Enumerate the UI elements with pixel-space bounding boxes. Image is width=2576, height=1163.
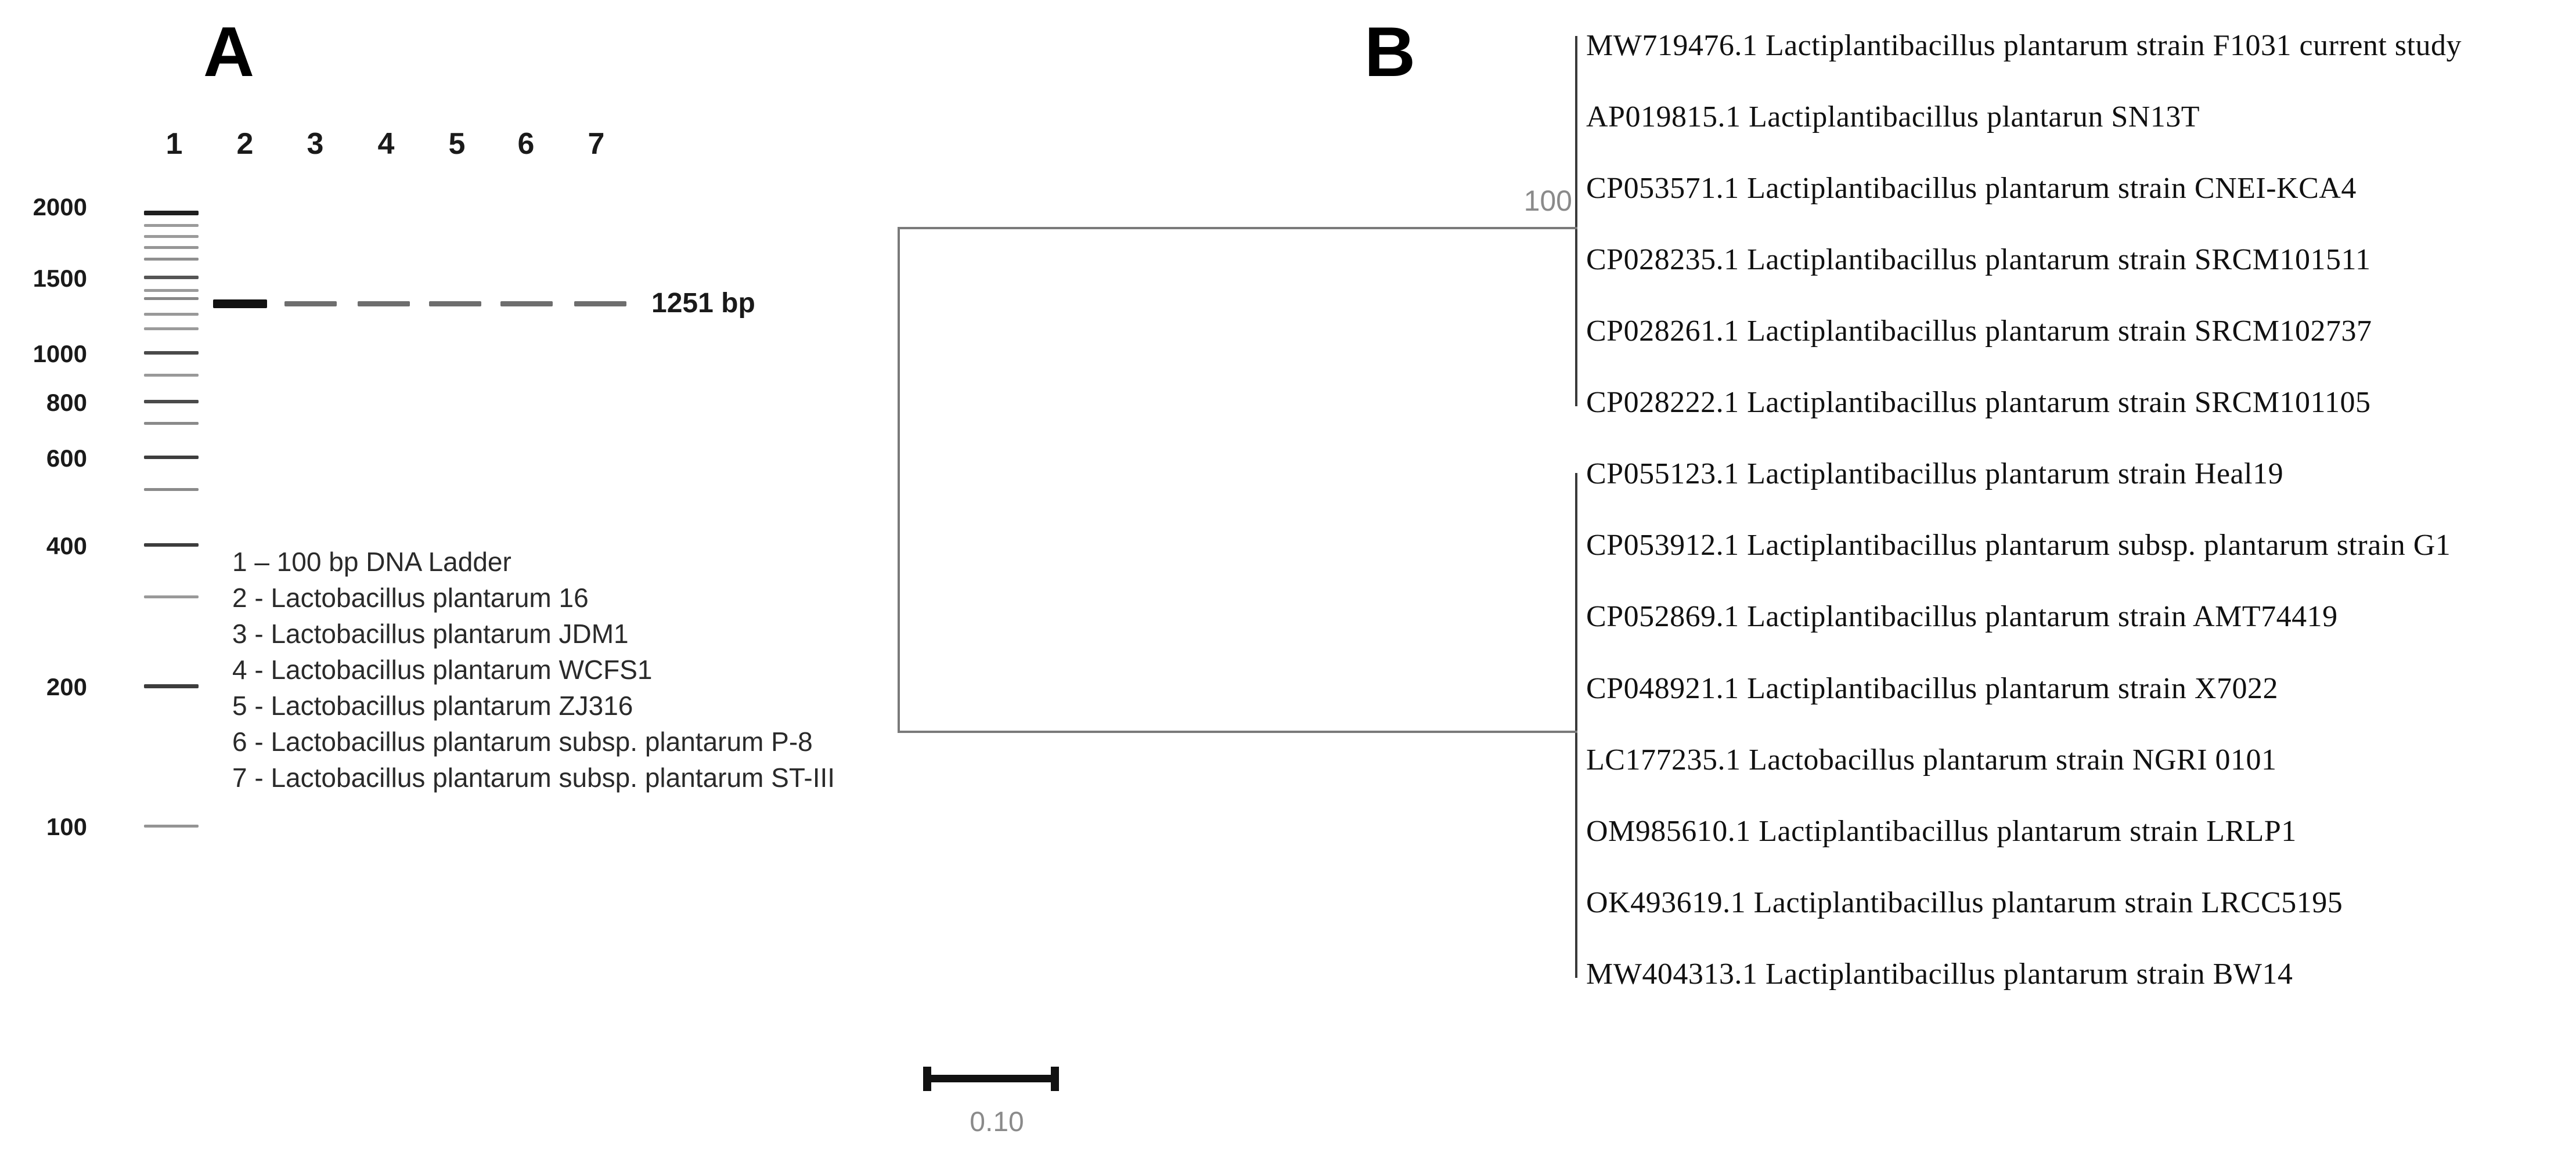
ladder-size-label-2000: 2000 <box>33 193 87 221</box>
ladder-size-label-200: 200 <box>46 673 87 700</box>
panel-b-label: B <box>1364 12 1416 91</box>
ladder-band <box>144 297 199 300</box>
gel-legend-line-1: 1 – 100 bp DNA Ladder <box>232 547 511 577</box>
taxon-label-6: CP028222.1 Lactiplantibacillus plantarum… <box>1586 386 2371 419</box>
taxon-label-13: OK493619.1 Lactiplantibacillus plantarum… <box>1586 886 2343 919</box>
ladder-size-label-600: 600 <box>46 445 87 472</box>
gel-legend-line-4: 4 - Lactobacillus plantarum WCFS1 <box>232 655 653 685</box>
gel-legend-line-6: 6 - Lactobacillus plantarum subsp. plant… <box>232 727 813 757</box>
sample-band-lane3 <box>284 301 337 306</box>
ladder-band <box>144 488 199 491</box>
ladder-band <box>144 456 199 459</box>
lane-number-7: 7 <box>588 127 605 161</box>
gel-legend-line-5: 5 - Lactobacillus plantarum ZJ316 <box>232 691 633 721</box>
ladder-band <box>144 825 199 828</box>
ladder-band <box>144 595 199 598</box>
lane-number-2: 2 <box>236 127 254 161</box>
lane-number-5: 5 <box>448 127 466 161</box>
gel-legend-line-3: 3 - Lactobacillus plantarum JDM1 <box>232 619 629 649</box>
taxon-label-2: AP019815.1 Lactiplantibacillus plantarun… <box>1586 100 2200 133</box>
sample-band-lane7 <box>574 301 626 306</box>
ladder-band <box>144 351 199 355</box>
ladder-band <box>144 276 199 279</box>
ladder-size-label-1000: 1000 <box>33 340 87 367</box>
ladder-size-label-800: 800 <box>46 389 87 416</box>
lane-number-4: 4 <box>377 127 395 161</box>
ladder-band <box>144 374 199 377</box>
ladder-band <box>144 422 199 425</box>
ladder-band <box>144 246 199 249</box>
gel-legend: 1 – 100 bp DNA Ladder 2 - Lactobacillus … <box>232 544 835 796</box>
sample-band-lane4 <box>358 301 410 306</box>
ladder-size-label-400: 400 <box>46 532 87 559</box>
scale-bar-left-cap <box>923 1067 931 1091</box>
taxon-label-5: CP028261.1 Lactiplantibacillus plantarum… <box>1586 315 2372 348</box>
taxon-label-14: MW404313.1 Lactiplantibacillus plantarum… <box>1586 958 2293 991</box>
ladder-band <box>144 211 199 215</box>
taxon-label-1: MW719476.1 Lactiplantibacillus plantarum… <box>1586 29 2462 62</box>
taxon-label-10: CP048921.1 Lactiplantibacillus plantarum… <box>1586 672 2278 705</box>
lane-number-3: 3 <box>307 127 324 161</box>
taxon-label-12: OM985610.1 Lactiplantibacillus plantarum… <box>1586 815 2297 848</box>
taxon-label-8: CP053912.1 Lactiplantibacillus plantarum… <box>1586 529 2451 562</box>
ladder-size-label-1500: 1500 <box>33 265 87 292</box>
bootstrap-value: 100 <box>1523 185 1572 217</box>
ladder-size-label-100: 100 <box>46 813 87 840</box>
lane-number-6: 6 <box>517 127 535 161</box>
ladder-band <box>144 543 199 547</box>
ladder-band <box>144 684 199 688</box>
taxon-label-9: CP052869.1 Lactiplantibacillus plantarum… <box>1586 600 2338 633</box>
ladder-band <box>144 235 199 238</box>
panel-a-label: A <box>203 12 255 91</box>
gel-legend-line-2: 2 - Lactobacillus plantarum 16 <box>232 583 589 613</box>
taxon-label-4: CP028235.1 Lactiplantibacillus plantarum… <box>1586 243 2371 276</box>
gel-legend-line-7: 7 - Lactobacillus plantarum subsp. plant… <box>232 763 835 793</box>
lane-number-1: 1 <box>165 127 183 161</box>
taxon-label-11: LC177235.1 Lactobacillus plantarum strai… <box>1586 743 2277 776</box>
ladder-band <box>144 224 199 227</box>
sample-band-lane5 <box>429 301 481 306</box>
ladder-band <box>144 313 199 316</box>
scale-bar-right-cap <box>1051 1067 1059 1091</box>
taxon-label-7: CP055123.1 Lactiplantibacillus plantarum… <box>1586 457 2284 490</box>
scale-bar-line <box>929 1075 1053 1082</box>
ladder-band <box>144 400 199 403</box>
ladder-band <box>144 258 199 261</box>
scale-bar-label: 0.10 <box>970 1107 1024 1137</box>
sample-band-lane6 <box>500 301 553 306</box>
ladder-band <box>144 289 199 292</box>
sample-band-lane2 <box>213 299 267 308</box>
taxon-label-3: CP053571.1 Lactiplantibacillus plantarum… <box>1586 172 2357 205</box>
band-size-annotation: 1251 bp <box>651 288 755 319</box>
scale-bar <box>923 1067 1059 1091</box>
ladder-band <box>144 327 199 330</box>
